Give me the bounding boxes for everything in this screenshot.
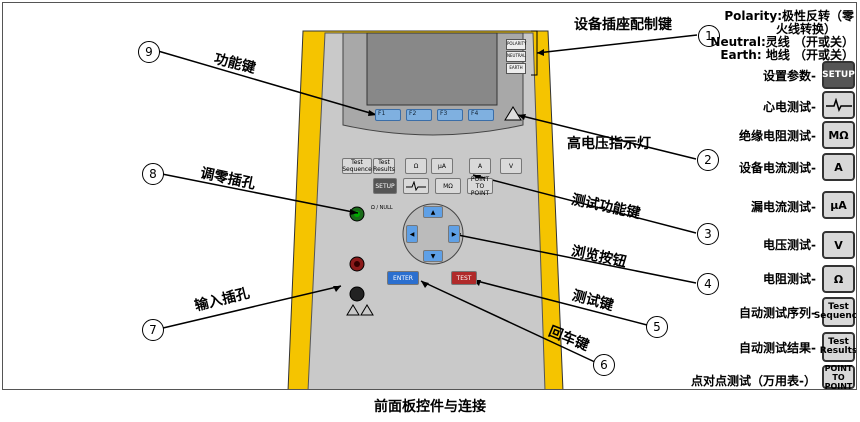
legend-point-to-point-key: POINT TO POINT [822,364,855,389]
legend-polarity: Polarity:极性反转（零 [724,9,854,23]
callout-number: 8 [142,163,164,185]
test-key[interactable]: TEST [451,271,477,285]
legend-row-label: 心电测试- [763,100,816,114]
arrow-right-icon: ▶ [451,230,457,238]
callout-number: 9 [138,41,160,63]
f2-key[interactable]: F2 [406,109,432,121]
legend-row-label: 设备电流测试- [739,161,816,175]
arrow-left-icon: ◀ [409,230,415,238]
zero-jack-label: Ω / NULL [371,205,393,211]
ecg-key[interactable] [403,178,429,194]
figure-caption: 前面板控件与连接 [374,399,486,415]
legend-test-sequence-key: Test Sequence [814,297,856,327]
nav-up-button[interactable]: ▲ [423,206,443,218]
megaohm-key[interactable]: MΩ [435,178,461,194]
legend-megaohm-key: MΩ [822,121,855,149]
microamp-key[interactable]: μA [431,158,453,174]
f1-key[interactable]: F1 [375,109,401,121]
legend-microamp-key: μA [822,191,855,219]
enter-key[interactable]: ENTER [387,271,419,285]
legend-test-results-key: Test Results [820,332,856,362]
test-results-key[interactable]: Test Results [373,158,395,174]
legend-volt-key: V [822,231,855,259]
arrow-up-icon: ▲ [430,208,436,216]
amp-key[interactable]: A [469,158,491,174]
ecg-icon [406,181,426,191]
nav-left-button[interactable]: ◀ [406,225,418,243]
legend-earth: Earth: 地线 （开或关） [720,48,854,62]
ecg-icon [825,98,852,112]
legend-polarity-2: 火线转换） [775,22,836,36]
legend-row-label: 电压测试- [763,238,816,252]
label-hv-indicator: 高电压指示灯 [567,136,651,152]
legend-row-label: 自动测试结果- [739,341,816,355]
legend-row-label: 漏电流测试- [751,200,816,214]
legend-row-label: 点对点测试（万用表-） [691,374,816,388]
callout-number: 4 [697,273,719,295]
legend-setup-key: SETUP [822,61,855,89]
legend-neutral: Neutral:灵线 （开或关） [710,35,854,49]
setup-key[interactable]: SETUP [373,178,397,194]
callout-number: 3 [697,223,719,245]
callout-number: 6 [593,354,615,376]
volt-key[interactable]: V [500,158,522,174]
legend-ohm-key: Ω [822,265,855,293]
f3-key[interactable]: F3 [437,109,463,121]
arrow-down-icon: ▼ [430,252,436,260]
legend-row-label: 电阻测试- [763,272,816,286]
nav-down-button[interactable]: ▼ [423,250,443,262]
callout-number: 1 [698,25,720,47]
neutral-key[interactable]: NEUTRAL [506,51,526,62]
nav-right-button[interactable]: ▶ [448,225,460,243]
ohm-key[interactable]: Ω [405,158,427,174]
test-sequence-key[interactable]: Test Sequence [342,158,372,174]
legend-row-label: 设置参数- [763,69,816,83]
callout-number: 2 [697,149,719,171]
polarity-key[interactable]: POLARITY [506,39,526,50]
earth-key[interactable]: EARTH [506,63,526,74]
figure-frame: POLARITY NEUTRAL EARTH F1 F2 F3 F4 Test … [2,2,857,390]
legend-ecg-key [822,91,855,119]
label-socket-config: 设备插座配制键 [574,17,672,33]
f4-key[interactable]: F4 [468,109,494,121]
legend-row-label: 绝缘电阻测试- [739,129,816,143]
legend-row-label: 自动测试序列- [739,306,816,320]
callout-number: 5 [646,316,668,338]
point-to-point-key[interactable]: POINT TO POINT [467,176,493,197]
callout-number: 7 [142,319,164,341]
legend-amp-key: A [822,153,855,181]
